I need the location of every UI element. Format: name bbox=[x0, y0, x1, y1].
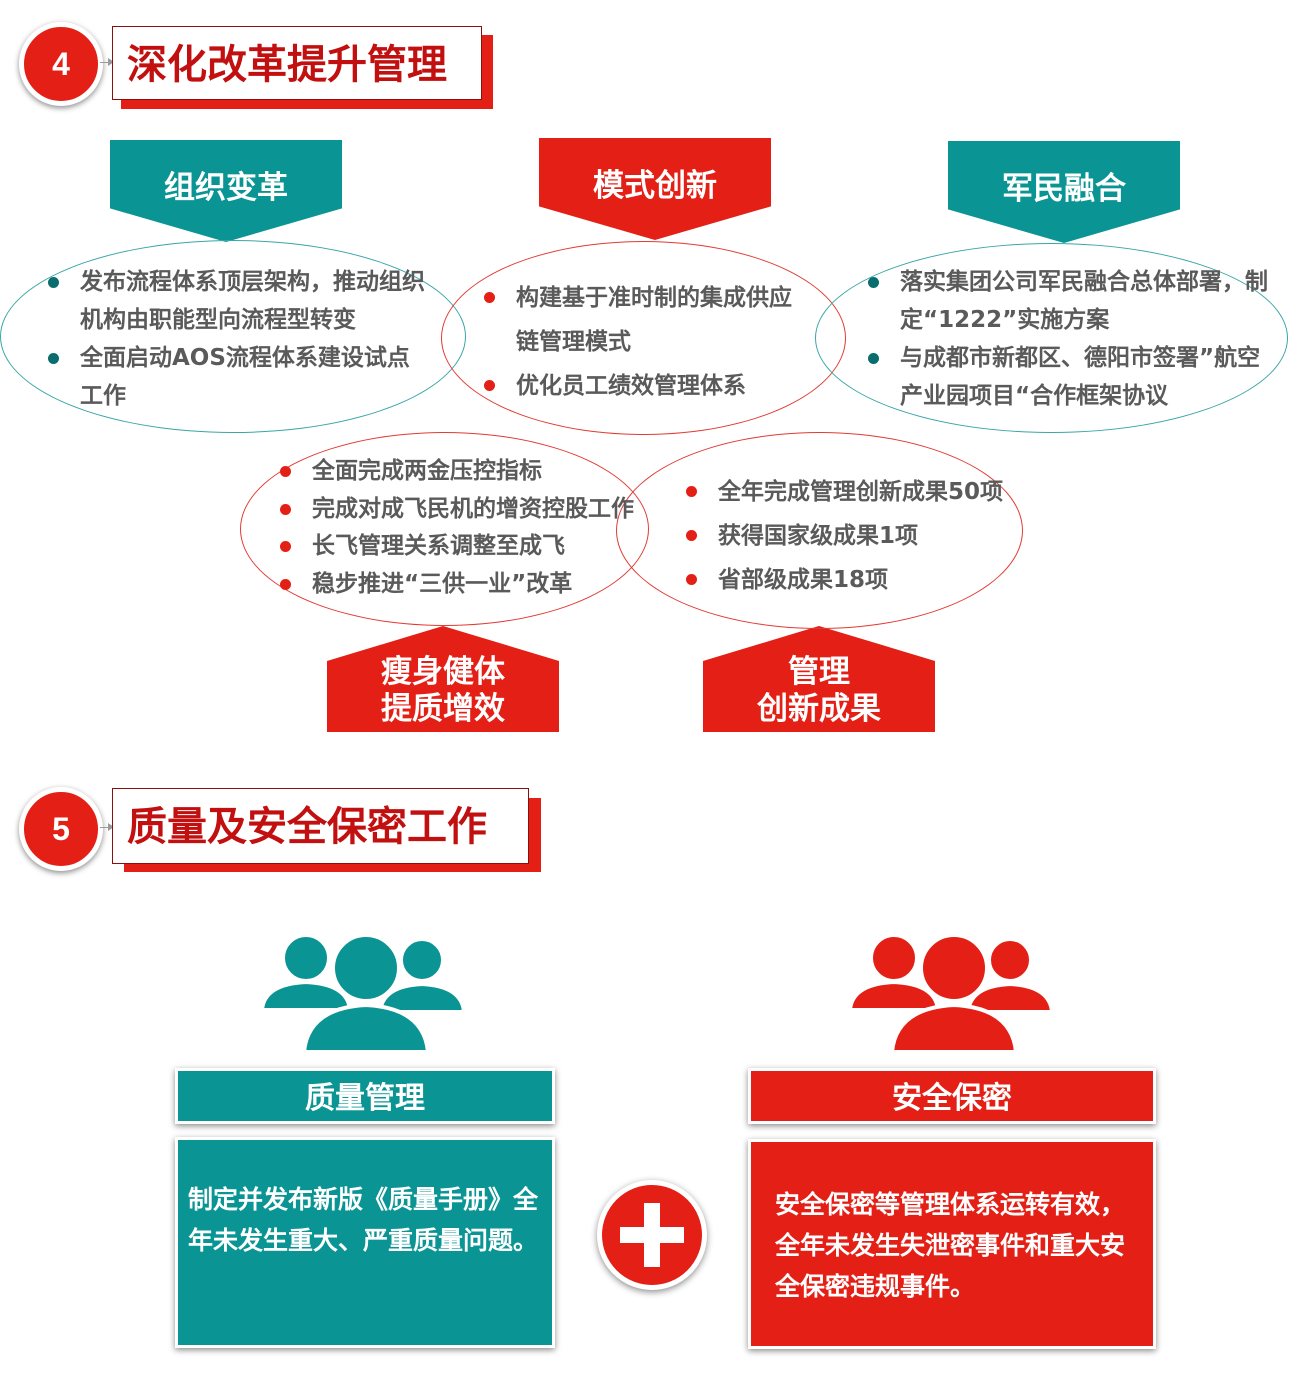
security-title-text: 安全保密 bbox=[892, 1081, 1012, 1116]
list-item: 构建基于准时制的集成供应链管理模式 bbox=[484, 276, 800, 364]
bullet-dot bbox=[686, 574, 697, 585]
list-item-text: 落实集团公司军民融合总体部署，制定“1222”实施方案 bbox=[900, 269, 1268, 333]
slim-list: 全面完成两金压控指标 完成对成飞民机的增资控股工作 长飞管理关系调整至成飞 稳步… bbox=[280, 453, 660, 603]
bullet-dot bbox=[280, 541, 291, 552]
label-org-change-text: 组织变革 bbox=[164, 170, 288, 206]
connector-arrowhead bbox=[108, 823, 114, 831]
section-4-number-text: 4 bbox=[52, 46, 70, 82]
list-item: 全面完成两金压控指标 bbox=[280, 453, 660, 491]
bullet-dot bbox=[280, 503, 291, 515]
bullet-dot bbox=[868, 353, 879, 364]
section-4-title: 深化改革提升管理 bbox=[112, 26, 482, 100]
bullet-dot bbox=[484, 292, 495, 303]
list-item: 落实集团公司军民融合总体部署，制定“1222”实施方案 bbox=[868, 263, 1272, 339]
label-model-innovation-text: 模式创新 bbox=[593, 168, 717, 204]
list-item-text: 稳步推进“三供一业”改革 bbox=[312, 570, 573, 597]
header-connector bbox=[100, 827, 110, 828]
header-connector bbox=[100, 62, 110, 63]
list-item: 发布流程体系顶层架构，推动组织机构由职能型向流程型转变 bbox=[48, 263, 428, 339]
list-item-text: 发布流程体系顶层架构，推动组织机构由职能型向流程型转变 bbox=[80, 269, 425, 333]
plus-bar-vertical bbox=[644, 1203, 660, 1267]
bullet-dot bbox=[686, 530, 697, 541]
quality-title: 质量管理 bbox=[175, 1068, 555, 1124]
list-item-text: 构建基于准时制的集成供应链管理模式 bbox=[516, 285, 792, 355]
bullet-dot bbox=[484, 380, 495, 391]
label-mgmt-innovation: 管理 创新成果 bbox=[703, 626, 935, 732]
label-innov-line2: 创新成果 bbox=[757, 691, 881, 727]
label-military-civil: 军民融合 bbox=[948, 141, 1180, 243]
list-item-text: 全面启动AOS流程体系建设试点工作 bbox=[80, 345, 410, 409]
org-list: 发布流程体系顶层架构，推动组织机构由职能型向流程型转变 全面启动AOS流程体系建… bbox=[48, 263, 428, 415]
list-item-text: 与成都市新都区、德阳市签署”航空产业园项目“合作框架协议 bbox=[900, 345, 1261, 409]
list-item: 长飞管理关系调整至成飞 bbox=[280, 528, 660, 566]
bullet-dot bbox=[280, 578, 291, 590]
section-5-number-text: 5 bbox=[52, 811, 70, 847]
plus-icon bbox=[597, 1180, 707, 1290]
list-item-text: 全面完成两金压控指标 bbox=[312, 458, 542, 484]
section-4-number: 4 bbox=[19, 22, 103, 106]
bullet-dot bbox=[868, 277, 879, 288]
people-group-icon bbox=[260, 933, 466, 1054]
bullet-dot bbox=[686, 486, 697, 497]
list-item-text: 省部级成果18项 bbox=[718, 567, 889, 593]
list-item: 与成都市新都区、德阳市签署”航空产业园项目“合作框架协议 bbox=[868, 339, 1272, 415]
label-innov-line1: 管理 bbox=[788, 654, 850, 690]
quality-text-content: 制定并发布新版《质量手册》全年未发生重大、严重质量问题。 bbox=[188, 1185, 539, 1255]
list-item: 优化员工绩效管理体系 bbox=[484, 364, 800, 408]
model-list: 构建基于准时制的集成供应链管理模式 优化员工绩效管理体系 bbox=[484, 276, 800, 408]
list-item: 省部级成果18项 bbox=[686, 558, 1026, 602]
label-military-civil-text: 军民融合 bbox=[1002, 171, 1126, 207]
list-item: 稳步推进“三供一业”改革 bbox=[280, 566, 660, 604]
people-group-icon bbox=[848, 933, 1054, 1054]
list-item: 获得国家级成果1项 bbox=[686, 514, 1026, 558]
section-5-number: 5 bbox=[19, 787, 103, 871]
quality-text: 制定并发布新版《质量手册》全年未发生重大、严重质量问题。 bbox=[175, 1137, 555, 1348]
bullet-dot bbox=[48, 277, 59, 288]
security-title: 安全保密 bbox=[748, 1068, 1156, 1124]
label-slim-line2: 提质增效 bbox=[381, 691, 505, 727]
list-item-text: 长飞管理关系调整至成飞 bbox=[312, 533, 565, 559]
bullet-dot bbox=[48, 353, 59, 364]
oval-military bbox=[815, 243, 1288, 433]
bullet-dot bbox=[280, 466, 291, 477]
section-5-title: 质量及安全保密工作 bbox=[112, 788, 529, 864]
label-slim-efficiency: 瘦身健体 提质增效 bbox=[327, 626, 559, 732]
list-item: 完成对成飞民机的增资控股工作 bbox=[280, 491, 660, 529]
oval-innovation bbox=[616, 432, 1023, 629]
label-org-change: 组织变革 bbox=[110, 140, 342, 242]
security-text-content: 安全保密等管理体系运转有效，全年未发生失泄密事件和重大安全保密违规事件。 bbox=[775, 1190, 1126, 1301]
military-list: 落实集团公司军民融合总体部署，制定“1222”实施方案 与成都市新都区、德阳市签… bbox=[868, 263, 1272, 415]
label-model-innovation: 模式创新 bbox=[539, 138, 771, 240]
list-item-text: 完成对成飞民机的增资控股工作 bbox=[312, 495, 634, 522]
quality-title-text: 质量管理 bbox=[305, 1081, 425, 1116]
list-item-text: 优化员工绩效管理体系 bbox=[516, 373, 746, 399]
list-item: 全面启动AOS流程体系建设试点工作 bbox=[48, 339, 428, 415]
list-item-text: 获得国家级成果1项 bbox=[718, 523, 919, 549]
list-item-text: 全年完成管理创新成果50项 bbox=[718, 479, 1004, 505]
section-5-title-text: 质量及安全保密工作 bbox=[127, 804, 487, 850]
security-text: 安全保密等管理体系运转有效，全年未发生失泄密事件和重大安全保密违规事件。 bbox=[748, 1139, 1156, 1349]
label-slim-line1: 瘦身健体 bbox=[381, 654, 505, 690]
connector-arrowhead bbox=[108, 58, 114, 66]
innovation-list: 全年完成管理创新成果50项 获得国家级成果1项 省部级成果18项 bbox=[686, 470, 1026, 602]
list-item: 全年完成管理创新成果50项 bbox=[686, 470, 1026, 514]
section-4-title-text: 深化改革提升管理 bbox=[127, 42, 447, 88]
